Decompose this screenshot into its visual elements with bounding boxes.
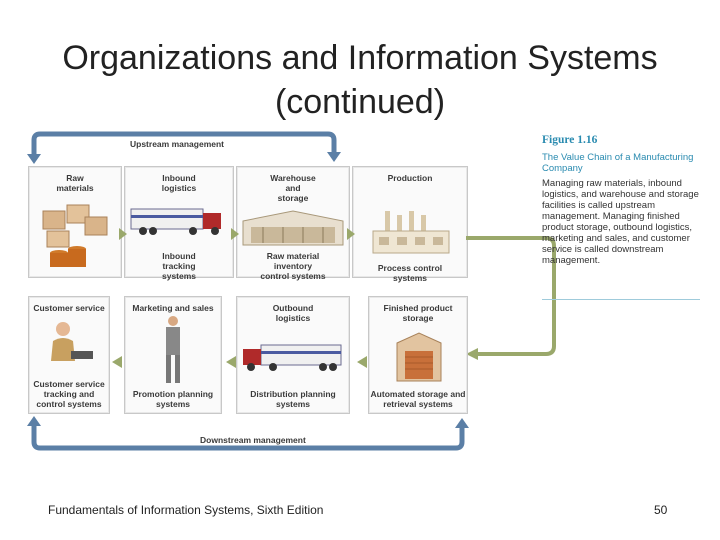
panel-outbound-logistics: Outbound logistics Distribution planning… <box>236 296 350 414</box>
panel-raw-materials: Raw materials <box>28 166 122 278</box>
panel-warehouse: Warehouse and storage Raw material inven… <box>236 166 350 281</box>
inbound-tracking-label: Inbound tracking systems <box>161 251 197 281</box>
figure-number: Figure 1.16 <box>542 134 598 146</box>
inbound-truck-icon <box>130 208 221 235</box>
slide-title: Organizations and Information Systems (c… <box>62 39 658 121</box>
figure-title: The Value Chain of a Manufacturing Compa… <box>542 152 694 174</box>
storage-unit-icon <box>396 332 442 382</box>
raw-materials-label: Raw materials <box>56 173 94 193</box>
arrow-left-2 <box>226 356 236 368</box>
inbound-logistics-label: Inbound logistics <box>161 173 197 193</box>
customer-service-agent-icon <box>51 322 93 361</box>
factory-icon <box>372 211 450 254</box>
panel-marketing-sales: Marketing and sales Promotion planning s… <box>124 296 222 414</box>
process-control-label: Process control systems <box>377 263 443 283</box>
page-number: 50 <box>654 503 668 517</box>
outbound-truck-icon <box>243 344 342 371</box>
upstream-arrow <box>27 131 341 164</box>
arrow-left-3 <box>112 356 122 368</box>
footer-text: Fundamentals of Information Systems, Six… <box>48 503 324 517</box>
figure-description: Managing raw materials, inbound logistic… <box>542 178 699 266</box>
panel-finished-storage: Finished product storage Automated stora… <box>368 296 468 414</box>
distribution-planning-label: Distribution planning systems <box>250 389 336 409</box>
value-chain-diagram: Upstream management Downstream managemen… <box>24 130 556 456</box>
production-label: Production <box>387 173 433 183</box>
salesperson-icon <box>166 316 180 383</box>
marketing-sales-label: Marketing and sales <box>132 303 214 313</box>
downstream-label: Downstream management <box>200 435 306 445</box>
panel-inbound-logistics: Inbound logistics Inbound tracking syste… <box>124 166 234 281</box>
connector-arrow <box>466 236 556 360</box>
warehouse-icon <box>242 210 344 246</box>
raw-inventory-label: Raw material inventory control systems <box>260 251 326 281</box>
customer-service-systems-label: Customer service tracking and control sy… <box>33 379 105 409</box>
customer-service-label: Customer service <box>33 303 105 313</box>
downstream-arrow <box>27 416 469 451</box>
panel-customer-service: Customer service Customer service tracki… <box>28 296 110 414</box>
arrow-right-3 <box>347 228 355 240</box>
finished-storage-label: Finished product storage <box>383 303 453 323</box>
panel-production: Production Process control systems <box>352 166 468 283</box>
figure-caption: Figure 1.16 The Value Chain of a Manufac… <box>542 134 702 266</box>
arrow-right-2 <box>231 228 239 240</box>
boxes-barrels-icon <box>42 204 108 267</box>
arrow-right-1 <box>119 228 127 240</box>
automated-storage-label: Automated storage and retrieval systems <box>370 389 466 409</box>
promotion-planning-label: Promotion planning systems <box>132 389 214 409</box>
upstream-label: Upstream management <box>130 139 225 149</box>
outbound-logistics-label: Outbound logistics <box>272 303 314 323</box>
caption-divider <box>542 299 700 300</box>
warehouse-label: Warehouse and storage <box>270 173 316 203</box>
arrow-left-1 <box>357 356 367 368</box>
